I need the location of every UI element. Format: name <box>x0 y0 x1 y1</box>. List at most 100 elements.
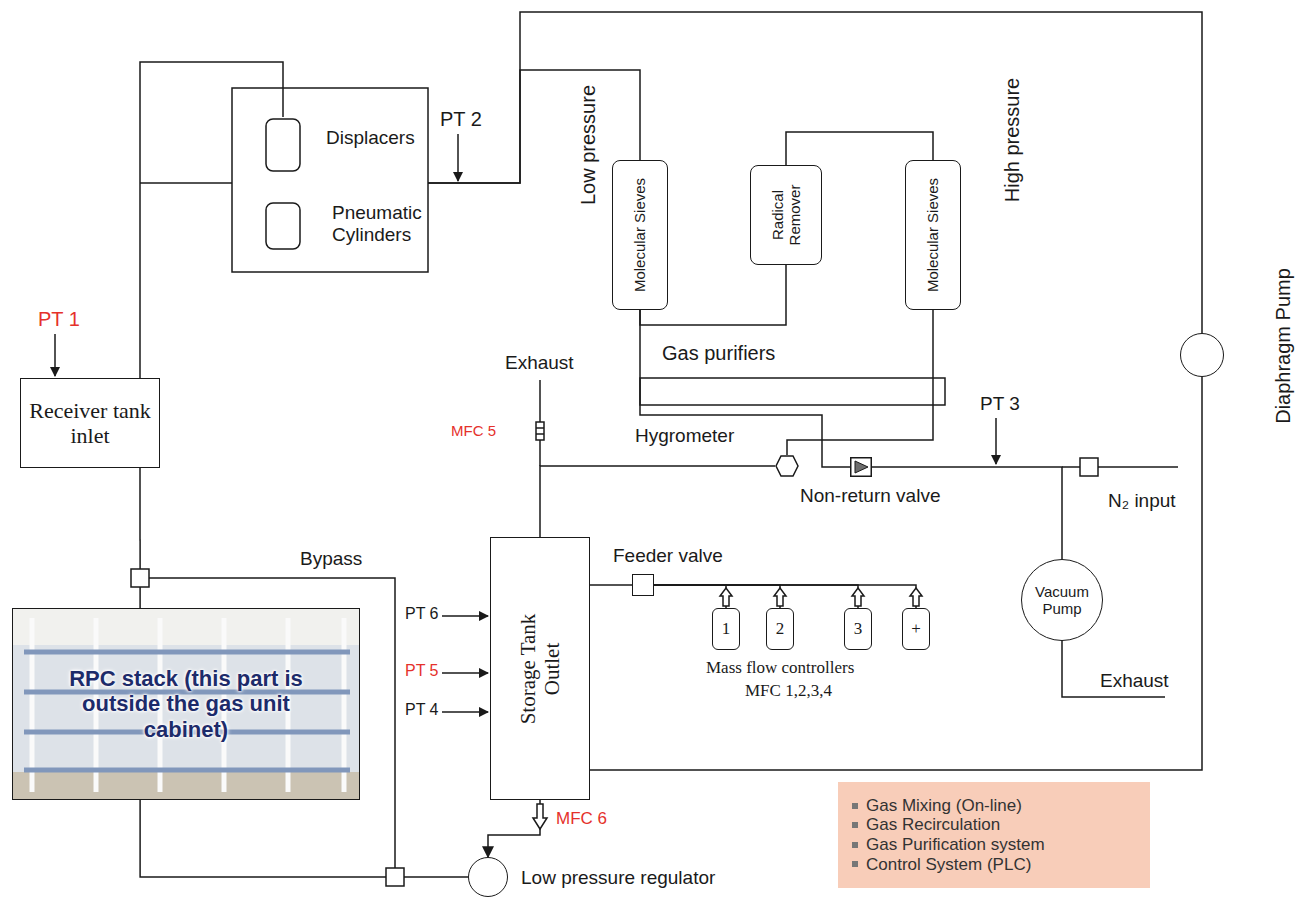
part-label: Bypass <box>300 548 362 570</box>
part-label: PT 3 <box>980 393 1020 415</box>
sensor-tag: MFC 5 <box>451 422 496 439</box>
bullet-mark <box>852 861 858 867</box>
list-row: Control System (PLC) <box>852 855 1150 875</box>
check-valve-outline <box>850 457 872 477</box>
hexagon-shape <box>776 456 798 476</box>
displacer-housing <box>232 88 428 272</box>
part-label: MFC 1,2,3,4 <box>745 681 832 701</box>
list-item-text: Gas Mixing (On-line) <box>866 796 1022 816</box>
pump-circle: Vacuum Pump <box>1021 559 1103 641</box>
check-valve-symbol: Non-return valve <box>850 457 872 477</box>
cylinder-unit: Pneumatic Cylinders <box>262 196 433 258</box>
shelf <box>24 768 350 773</box>
sensor-tag: PT 5 <box>405 662 439 680</box>
node-text: Non-return valve <box>800 485 940 507</box>
node-text: 3 <box>854 619 863 639</box>
list-item-text: Control System (PLC) <box>866 855 1031 875</box>
pipe-connector <box>654 585 780 608</box>
pressure-tap-arrow <box>442 672 488 674</box>
pressure-tap-arrow <box>442 711 488 713</box>
list-row: Gas Recirculation <box>852 815 1150 835</box>
rpc-stack-photo <box>13 609 359 799</box>
pipe-connector <box>654 585 726 608</box>
part-label: N₂ input <box>1108 490 1176 512</box>
tank-box: Receiver tank inlet <box>20 378 160 468</box>
node-text: Low pressure regulator <box>521 867 715 889</box>
list-row: Gas Purification system <box>852 835 1150 855</box>
part-label: Gas purifiers <box>662 342 775 365</box>
node-text: 2 <box>776 619 785 639</box>
list-item-text: Gas Purification system <box>866 835 1045 855</box>
pipes <box>55 88 1178 868</box>
node-text: Receiver tank inlet <box>25 398 155 449</box>
bullet-mark <box>852 822 858 828</box>
hygrometer-symbol: Hygrometer <box>775 455 799 477</box>
pipe-connector <box>140 800 468 877</box>
node-text: RPC stack (this part is outside the gas … <box>61 666 311 742</box>
tank-box: Storage Tank Outlet <box>490 537 590 800</box>
purifier-column: Molecular Sieves <box>612 160 668 310</box>
photo-uprights <box>32 618 344 792</box>
node-text: Diaphragm Pump <box>1272 268 1295 424</box>
rpc-stack-box: RPC stack (this part is outside the gas … <box>12 608 360 800</box>
pipe-connector <box>140 62 283 378</box>
node-text: Molecular Sieves <box>924 165 941 305</box>
list-item-text: Gas Recirculation <box>866 815 1000 835</box>
photo-ground <box>13 609 359 799</box>
flow-arrow <box>852 588 864 606</box>
upright <box>30 618 35 792</box>
valve-symbol <box>386 868 404 886</box>
sensor-tag: PT 1 <box>38 308 80 331</box>
n2-pipe <box>1098 466 1178 468</box>
part-label: Exhaust <box>1100 670 1169 692</box>
regulator-circle: Low pressure regulator <box>468 857 508 897</box>
valve-symbol <box>131 569 149 587</box>
flow-arrow <box>533 804 547 829</box>
flow-controller-symbol <box>536 422 544 440</box>
part-label: PT 6 <box>405 605 439 623</box>
valve-triangle <box>855 461 868 473</box>
gas-purifier-manifold <box>640 378 945 405</box>
displacer-cylinder <box>266 119 300 171</box>
part-label: Exhaust <box>505 352 574 374</box>
symbols <box>131 422 1098 886</box>
pipe-connector <box>590 584 632 586</box>
pipe-connector <box>654 585 916 608</box>
node-text: Storage Tank Outlet <box>516 594 564 744</box>
flow-arrow <box>910 588 922 606</box>
photo-ceiling <box>13 609 359 645</box>
part-label: PT 4 <box>405 701 439 719</box>
node-text: Feeder valve <box>613 545 723 567</box>
node-text: Hygrometer <box>635 425 734 447</box>
flow-arrow <box>720 588 732 606</box>
pipe-connector <box>428 70 640 183</box>
node-text: Vacuum Pump <box>1030 583 1094 618</box>
photo-shelves <box>24 652 350 770</box>
mass-flow-controller: 3 <box>844 608 872 650</box>
pipe-connector <box>787 310 933 455</box>
node-text: Radical Remover <box>769 173 804 257</box>
node-text: Molecular Sieves <box>631 165 648 305</box>
pipe-connector <box>428 12 1202 333</box>
valve-body <box>851 458 872 477</box>
pipe-connector <box>872 467 1062 559</box>
pipe-connector <box>488 800 540 857</box>
flow-controller-hatch <box>536 433 544 435</box>
valve-symbol: Feeder valve <box>632 574 654 596</box>
sensor-tag: MFC 6 <box>556 809 607 829</box>
mass-flow-controller: + <box>902 608 930 650</box>
part-label: PT 2 <box>440 108 482 131</box>
hygrometer-outline <box>775 455 799 477</box>
node-text: Pneumatic Cylinders <box>332 202 428 246</box>
upright <box>342 618 347 792</box>
pressure-tap-arrow <box>442 615 488 617</box>
pneumatic-cylinder <box>266 203 300 249</box>
pipe-connector <box>654 585 858 608</box>
pipe-connector <box>590 377 1202 770</box>
purifier-column: Molecular Sieves <box>905 160 961 310</box>
feature-list-box: Gas Mixing (On-line)Gas RecirculationGas… <box>838 782 1150 888</box>
pressure-tap-arrow <box>995 418 997 464</box>
